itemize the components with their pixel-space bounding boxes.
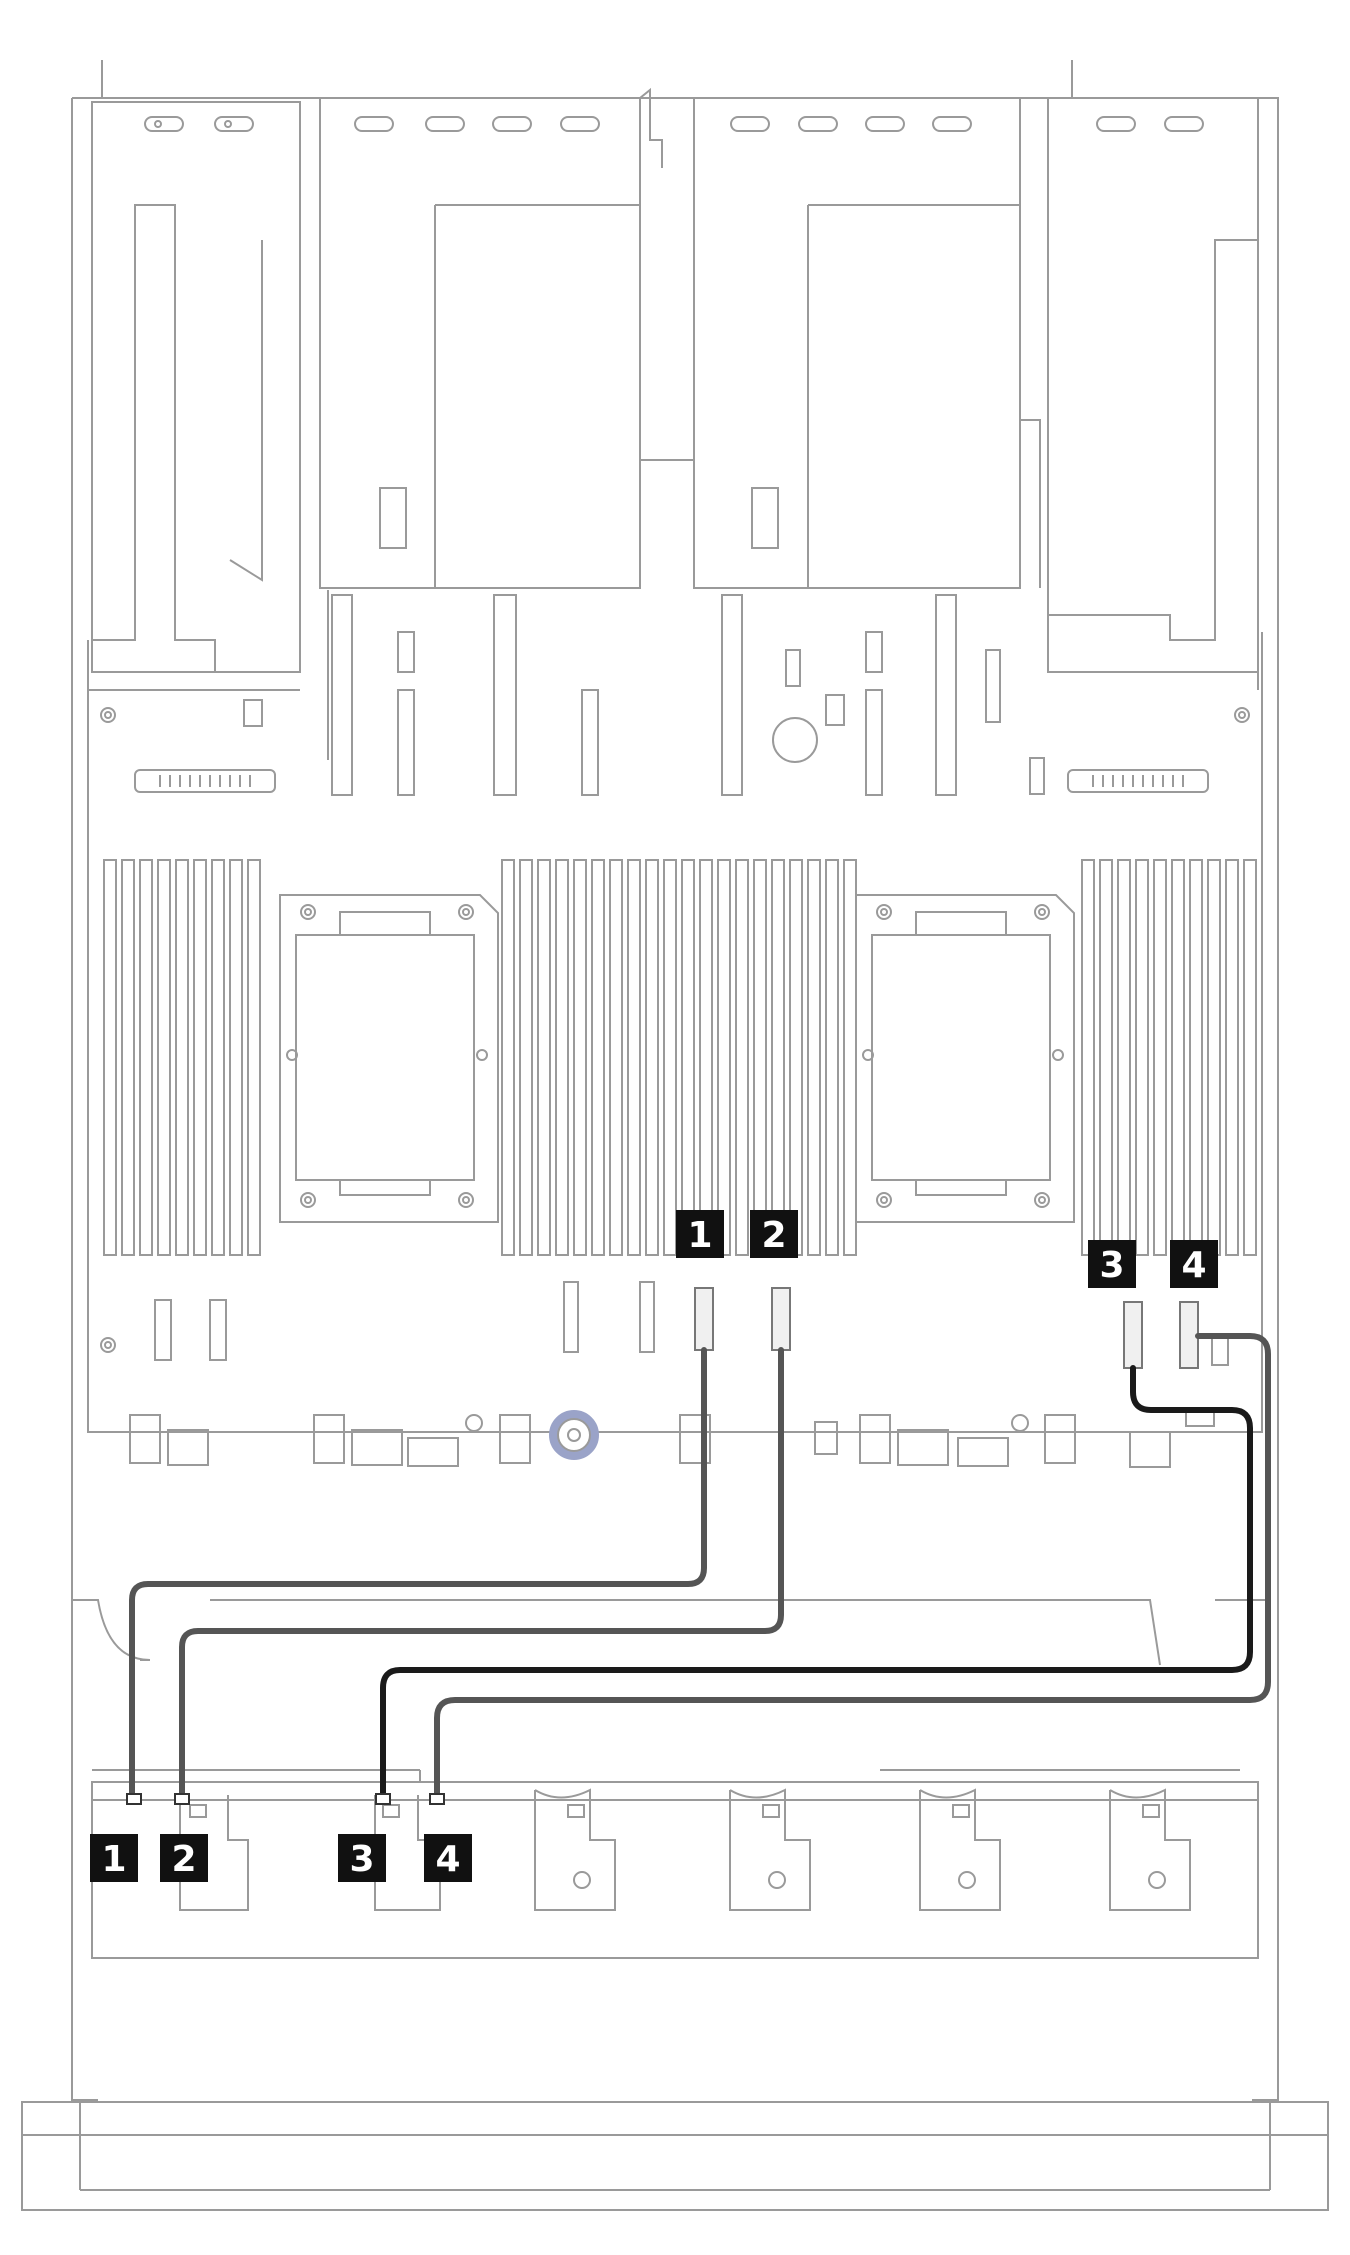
callout-backplane-3-label: 3	[349, 1839, 374, 1880]
callout-board-3-label: 3	[1099, 1245, 1124, 1286]
dimm-bank-right	[1081, 859, 1257, 1256]
horizontal-connector-right	[1067, 769, 1209, 793]
callout-board-1-box	[676, 1210, 724, 1258]
callout-backplane-2-box	[160, 1834, 208, 1882]
riser-cage-middle-right	[693, 97, 1041, 589]
air-duct	[72, 1599, 1270, 1666]
callout-backplane-1-label: 1	[101, 1839, 126, 1880]
callout-backplane-1: 1	[90, 1834, 138, 1882]
cpu-socket-1	[279, 894, 499, 1223]
dimm-bank-center	[501, 859, 857, 1256]
callout-board-4-box	[1170, 1240, 1218, 1288]
riser-slot-icons-middle-right	[730, 116, 972, 132]
pcie-slot-connectors	[243, 594, 1045, 796]
cpu-socket-2	[855, 894, 1075, 1223]
callout-board-2: 2	[750, 1210, 798, 1258]
callouts: 1 2 3 4 1 2 3 4	[90, 1210, 1218, 1882]
riser-slot-icons-left	[144, 116, 254, 132]
callout-backplane-3-box	[338, 1834, 386, 1882]
callout-board-1-label: 1	[687, 1215, 712, 1256]
callout-backplane-2: 2	[160, 1834, 208, 1882]
drive-backplane	[91, 1769, 1259, 1959]
riser-slot-icons-middle-left	[354, 116, 600, 132]
callout-backplane-4-box	[424, 1834, 472, 1882]
dimm-bank-left	[103, 859, 261, 1256]
cable-4	[434, 1333, 1271, 1797]
system-board-outline	[87, 632, 1263, 1433]
callout-backplane-2-label: 2	[171, 1839, 196, 1880]
drive-bay-latches	[179, 1788, 1191, 1911]
horizontal-connector-left	[134, 769, 276, 793]
riser-cage-right	[1047, 97, 1259, 690]
callout-backplane-1-box	[90, 1834, 138, 1882]
riser-cage-left	[87, 101, 301, 691]
callout-board-1: 1	[676, 1210, 724, 1258]
callout-backplane-3: 3	[338, 1834, 386, 1882]
front-bezel	[21, 2101, 1329, 2211]
backplane-cable-connectors	[126, 1793, 445, 1805]
cmos-battery	[772, 717, 818, 763]
chassis-outline	[71, 97, 1279, 2101]
riser-slot-icons-right	[1096, 116, 1204, 132]
riser-cage-middle-left	[319, 87, 663, 760]
board-cable-connectors	[694, 1287, 1199, 1369]
lower-board-connectors	[129, 1281, 1229, 1468]
callout-board-4-label: 4	[1181, 1245, 1206, 1286]
cable-3	[380, 1365, 1253, 1797]
cables	[129, 1333, 1271, 1797]
cable-1	[129, 1347, 707, 1797]
callout-board-3-box	[1088, 1240, 1136, 1288]
callout-board-2-box	[750, 1210, 798, 1258]
callout-backplane-4-label: 4	[435, 1839, 460, 1880]
cable-2	[179, 1347, 784, 1797]
callout-board-4: 4	[1170, 1240, 1218, 1288]
callout-board-3: 3	[1088, 1240, 1136, 1288]
callout-backplane-4: 4	[424, 1834, 472, 1882]
callout-board-2-label: 2	[761, 1215, 786, 1256]
